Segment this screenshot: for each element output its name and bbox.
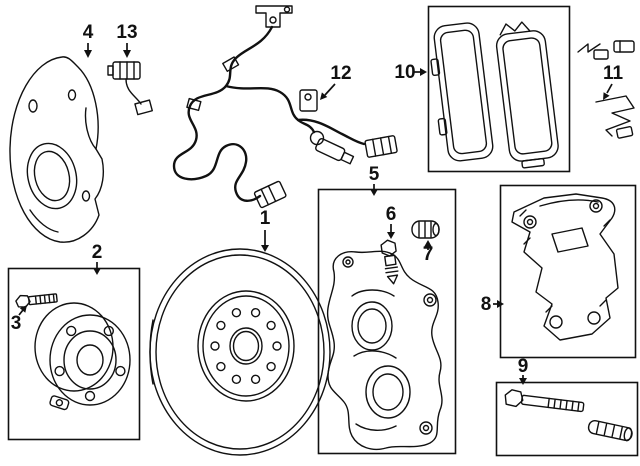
- hub-bolt-part: [15, 293, 58, 308]
- sensor-connector-part: [107, 61, 153, 116]
- brake-pads-box: [427, 5, 571, 173]
- pad-clips-part: [577, 40, 635, 139]
- callout-12-label: 12: [330, 63, 351, 84]
- callout-8-arrow: [497, 300, 504, 308]
- callout-2-arrow: [93, 268, 101, 275]
- callout-12-arrow: [320, 92, 328, 100]
- callout-1: 1: [260, 208, 271, 252]
- brake-caliper-part: [326, 250, 443, 451]
- callout-7-label: 7: [423, 244, 434, 265]
- callout-9-label: 9: [518, 356, 529, 377]
- callout-3-label: 3: [11, 313, 22, 334]
- callout-10-label: 10: [394, 62, 415, 83]
- callout-1-label: 1: [260, 208, 271, 229]
- brake-rotor-part: [149, 248, 331, 456]
- callout-10-arrow: [420, 68, 427, 76]
- callout-9-arrow: [519, 378, 527, 385]
- callout-2-label: 2: [92, 242, 103, 263]
- callout-7-arrow: [424, 240, 432, 247]
- caliper-bushing-part: [411, 220, 440, 239]
- callout-2: 2: [92, 242, 103, 275]
- caliper-bracket-box: [499, 184, 637, 359]
- callout-4-label: 4: [83, 22, 94, 43]
- callout-10: 10: [394, 62, 427, 83]
- callout-5: 5: [369, 164, 380, 196]
- callout-12: 12: [320, 63, 352, 100]
- callout-4: 4: [83, 22, 94, 58]
- callout-7: 7: [423, 240, 434, 265]
- splash-shield-part: [9, 56, 104, 243]
- callout-3: 3: [11, 305, 27, 334]
- callout-13-label: 13: [116, 22, 137, 43]
- hub-box: [7, 267, 141, 441]
- bleeder-screw-part: [380, 239, 399, 285]
- callout-6-label: 6: [386, 204, 397, 225]
- callout-4-arrow: [84, 50, 92, 58]
- callout-6-arrow: [387, 232, 395, 239]
- callout-5-label: 5: [369, 164, 380, 185]
- brake-pads-part: [430, 21, 559, 169]
- callout-13-arrow: [123, 50, 131, 58]
- callout-11: 11: [603, 63, 624, 100]
- caliper-box: [317, 188, 457, 455]
- callout-6: 6: [386, 204, 397, 239]
- callout-8-label: 8: [481, 294, 492, 315]
- guide-pin-box: [495, 381, 639, 457]
- guide-pin-kit-part: [504, 389, 633, 442]
- caliper-bracket-part: [511, 193, 619, 341]
- callout-9: 9: [518, 356, 529, 385]
- abs-sensor-harness-part: [172, 5, 398, 209]
- callout-8: 8: [481, 294, 504, 315]
- callout-5-arrow: [370, 189, 378, 196]
- callout-3-arrow: [19, 305, 27, 313]
- hub-bearing-part: [34, 302, 131, 411]
- callout-11-label: 11: [603, 63, 624, 84]
- callout-11-arrow: [603, 92, 610, 100]
- callout-1-arrow: [261, 245, 269, 252]
- callout-13: 13: [116, 22, 138, 58]
